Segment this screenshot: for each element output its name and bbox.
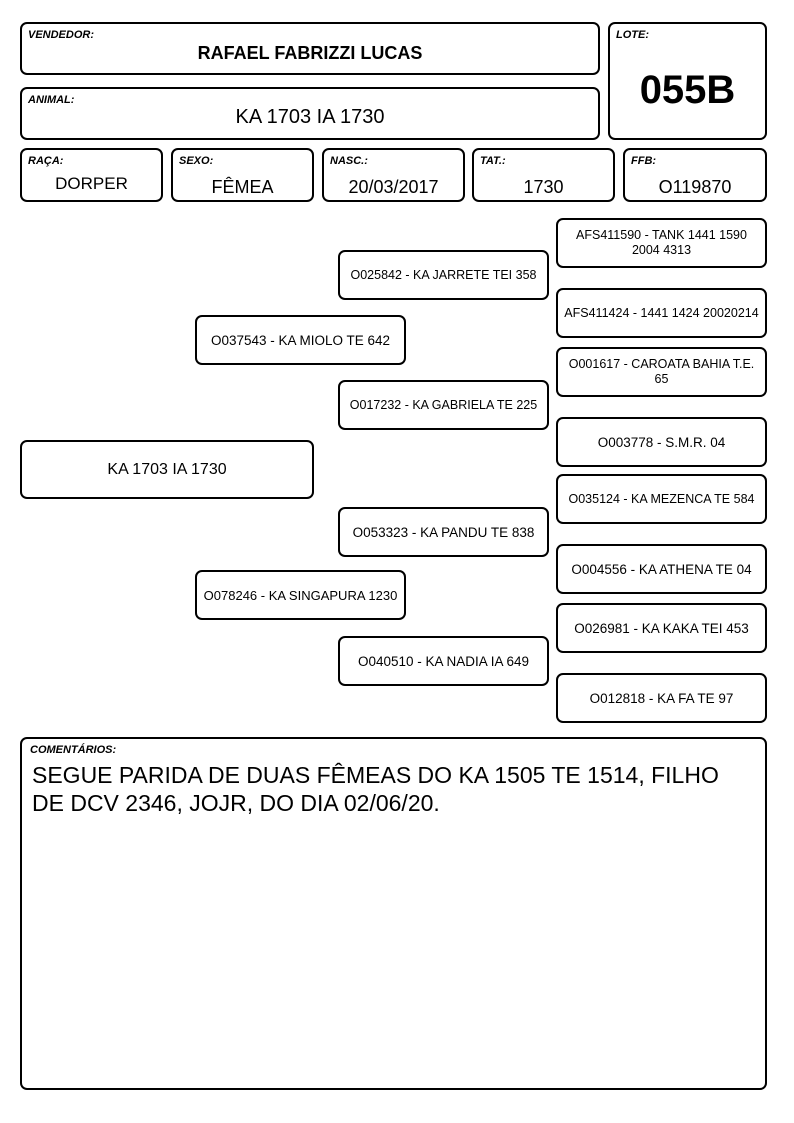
pedigree-sire-text: O037543 - KA MIOLO TE 642 [210, 332, 391, 348]
pedigree-sire-sire: O025842 - KA JARRETE TEI 358 [338, 250, 549, 300]
pedigree-sire-dam: O017232 - KA GABRIELA TE 225 [338, 380, 549, 430]
sexo-value: FÊMEA [211, 177, 274, 197]
vendedor-box: VENDEDOR: RAFAEL FABRIZZI LUCAS [20, 22, 600, 75]
ffb-box: FFB: O119870 [623, 148, 767, 202]
comments-label: COMENTÁRIOS: [30, 744, 117, 756]
pedigree-dam-sire: O053323 - KA PANDU TE 838 [338, 507, 549, 557]
comments-text: SEGUE PARIDA DE DUAS FÊMEAS DO KA 1505 T… [32, 762, 719, 816]
tat-label: TAT.: [480, 155, 506, 167]
ffb-value: O119870 [658, 177, 732, 197]
pedigree-ggp-1: AFS411590 - TANK 1441 1590 2004 4313 [556, 218, 767, 268]
nasc-label: NASC.: [330, 155, 368, 167]
pedigree-dam-dam-text: O040510 - KA NADIA IA 649 [357, 653, 530, 669]
pedigree-sire-sire-text: O025842 - KA JARRETE TEI 358 [350, 267, 537, 282]
vendedor-value: RAFAEL FABRIZZI LUCAS [197, 43, 423, 63]
pedigree-ggp-5: O035124 - KA MEZENCA TE 584 [556, 474, 767, 524]
pedigree-sire-dam-text: O017232 - KA GABRIELA TE 225 [349, 397, 538, 412]
pedigree-ggp-8: O012818 - KA FA TE 97 [556, 673, 767, 723]
sexo-label: SEXO: [179, 155, 214, 167]
pedigree-ggp-7-text: O026981 - KA KAKA TEI 453 [574, 620, 749, 636]
pedigree-animal: KA 1703 IA 1730 [20, 440, 314, 499]
pedigree-ggp-3: O001617 - CAROATA BAHIA T.E. 65 [556, 347, 767, 397]
raca-box: RAÇA: DORPER [20, 148, 163, 202]
animal-value: KA 1703 IA 1730 [235, 106, 385, 128]
pedigree-dam-text: O078246 - KA SINGAPURA 1230 [203, 587, 398, 603]
pedigree-sire: O037543 - KA MIOLO TE 642 [195, 315, 406, 365]
animal-box: ANIMAL: KA 1703 IA 1730 [20, 87, 600, 140]
nasc-box: NASC.: 20/03/2017 [322, 148, 465, 202]
pedigree-ggp-8-text: O012818 - KA FA TE 97 [589, 690, 734, 706]
animal-label: ANIMAL: [28, 94, 75, 106]
pedigree-ggp-2: AFS411424 - 1441 1424 20020214 [556, 288, 767, 338]
lote-value: 055B [639, 68, 736, 112]
pedigree-ggp-6-text: O004556 - KA ATHENA TE 04 [571, 561, 752, 577]
ffb-label: FFB: [631, 155, 657, 167]
tat-box: TAT.: 1730 [472, 148, 615, 202]
comments-box: COMENTÁRIOS: SEGUE PARIDA DE DUAS FÊMEAS… [20, 737, 767, 1090]
pedigree-dam: O078246 - KA SINGAPURA 1230 [195, 570, 406, 620]
pedigree-ggp-4-text: O003778 - S.M.R. 04 [597, 434, 726, 450]
pedigree-ggp-3-text: O001617 - CAROATA BAHIA T.E. 65 [568, 357, 755, 386]
lote-label: LOTE: [616, 29, 649, 41]
pedigree-ggp-6: O004556 - KA ATHENA TE 04 [556, 544, 767, 594]
pedigree-ggp-4: O003778 - S.M.R. 04 [556, 417, 767, 467]
pedigree-ggp-1-text: AFS411590 - TANK 1441 1590 2004 4313 [576, 228, 747, 257]
pedigree-dam-dam: O040510 - KA NADIA IA 649 [338, 636, 549, 686]
pedigree-ggp-7: O026981 - KA KAKA TEI 453 [556, 603, 767, 653]
nasc-value: 20/03/2017 [348, 177, 439, 197]
raca-label: RAÇA: [28, 155, 64, 167]
sexo-box: SEXO: FÊMEA [171, 148, 314, 202]
pedigree-ggp-5-text: O035124 - KA MEZENCA TE 584 [568, 491, 755, 506]
tat-value: 1730 [523, 177, 564, 197]
pedigree-animal-text: KA 1703 IA 1730 [107, 461, 227, 478]
vendedor-label: VENDEDOR: [28, 29, 95, 41]
pedigree-ggp-2-text: AFS411424 - 1441 1424 20020214 [564, 305, 759, 320]
lote-box: LOTE: 055B [608, 22, 767, 140]
raca-value: DORPER [55, 174, 128, 193]
pedigree-dam-sire-text: O053323 - KA PANDU TE 838 [352, 524, 535, 540]
